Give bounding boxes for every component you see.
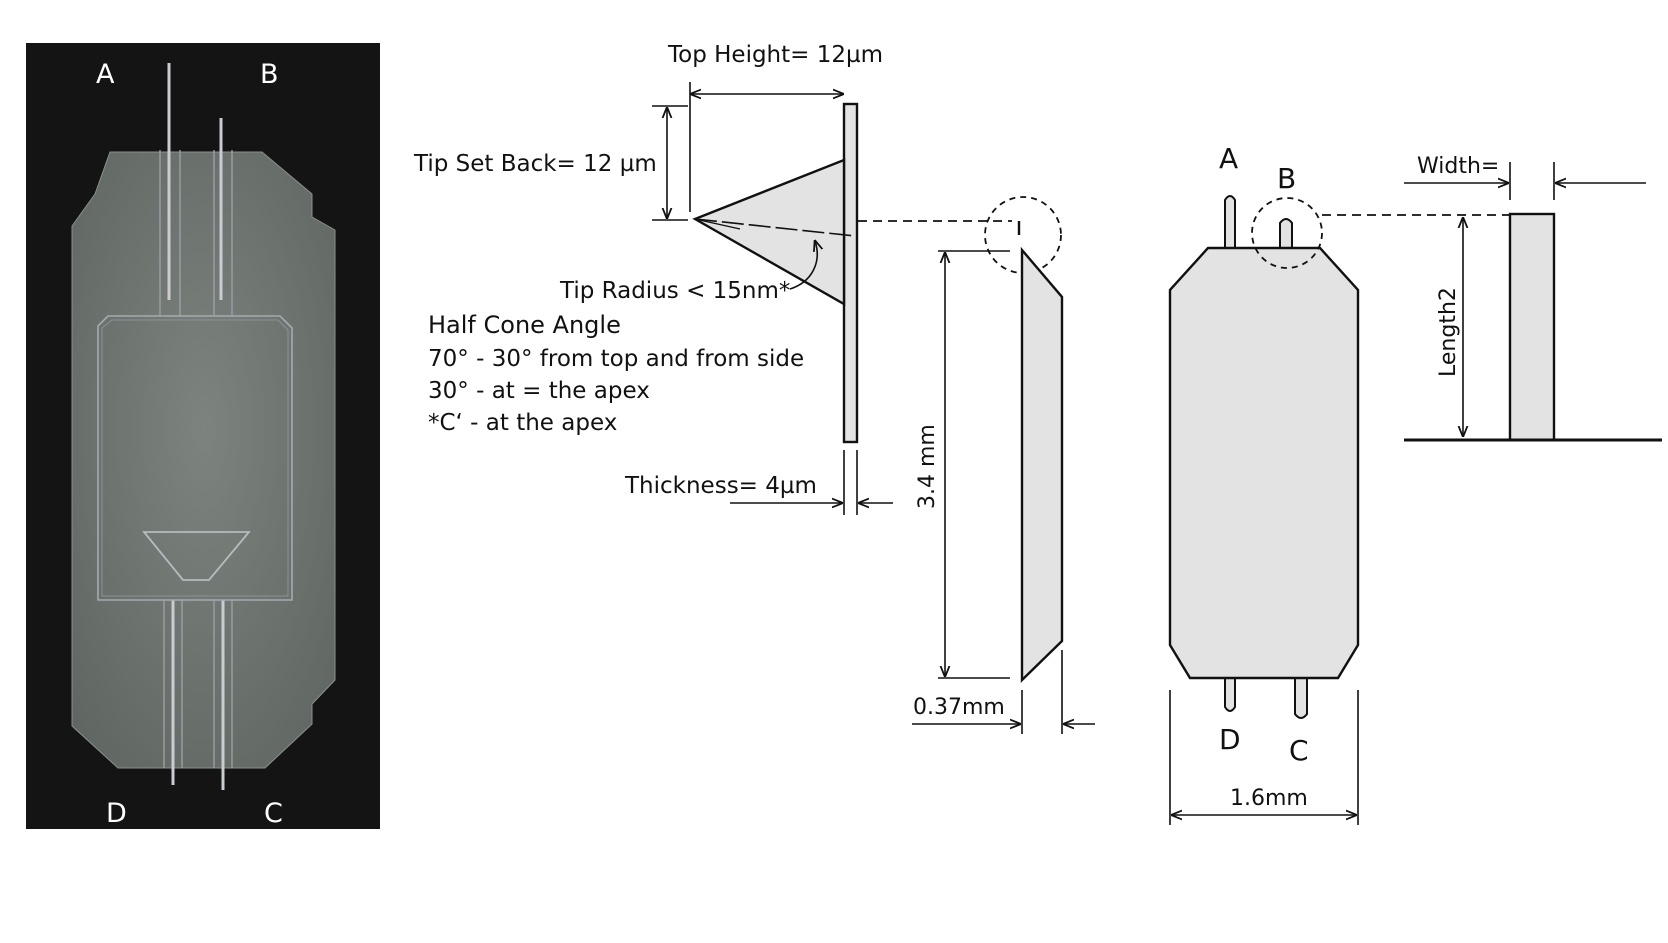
photo-leads xyxy=(167,63,225,790)
photo-inner-outline xyxy=(101,319,289,597)
pin-length-label: Length2 xyxy=(1436,287,1461,377)
chip-schematic xyxy=(1168,195,1510,825)
half-cone-title: Half Cone Angle xyxy=(428,311,621,339)
tip-plate xyxy=(842,102,859,444)
photo-center-window xyxy=(97,315,293,601)
side-view-body xyxy=(1020,246,1064,683)
photo-label-d: D xyxy=(106,798,127,829)
schematic-label-b: B xyxy=(1277,162,1296,195)
tip-set-back-label: Tip Set Back= 12 µm xyxy=(413,151,657,177)
thickness-label: Thickness= 4µm xyxy=(624,473,817,499)
schematic-label-a: A xyxy=(1219,142,1238,175)
pin-width-label: Width= xyxy=(1417,154,1499,179)
side-view xyxy=(912,196,1095,734)
pin-detail xyxy=(1404,162,1662,442)
schematic-label-c: C xyxy=(1289,734,1309,767)
schematic-width-label: 1.6mm xyxy=(1230,786,1308,811)
tip-radius-label: Tip Radius < 15nm* xyxy=(559,278,790,304)
chip-schematic-labels: A B D C 1.6mm xyxy=(1219,142,1309,811)
pin-rect xyxy=(1508,212,1556,442)
photo-triangle-marker xyxy=(142,531,251,581)
photo-label-b: B xyxy=(260,59,279,90)
chip-schematic-body xyxy=(1168,246,1360,680)
photo-label-a: A xyxy=(96,59,115,90)
length-label: 3.4 mm xyxy=(915,424,940,509)
top-height-label: Top Height= 12µm xyxy=(667,42,883,68)
photo-label-c: C xyxy=(264,798,283,829)
pin-detail-labels: Width= Length2 xyxy=(1417,154,1499,377)
half-cone-line3: *C‘ - at the apex xyxy=(428,410,617,436)
tip-detail-labels: Top Height= 12µm Tip Set Back= 12 µm Tip… xyxy=(413,42,883,499)
tip-cone xyxy=(692,158,846,307)
lead-a xyxy=(1224,195,1236,248)
lead-b-detail-circle xyxy=(1251,197,1323,269)
schematic-label-d: D xyxy=(1219,723,1241,756)
lead-b xyxy=(1279,218,1293,248)
chip-photo-panel: A B D C xyxy=(26,43,380,829)
chip-body-photo xyxy=(71,151,336,769)
lead-d xyxy=(1224,678,1236,712)
tip-detail xyxy=(652,82,1012,515)
side-width-label: 0.37mm xyxy=(913,695,1005,720)
lead-c xyxy=(1294,678,1308,719)
photo-trace-lines xyxy=(159,150,233,768)
tip-radius-arrow xyxy=(789,241,817,290)
side-view-labels: 3.4 mm 0.37mm xyxy=(913,424,1005,720)
half-cone-line1: 70° - 30° from top and from side xyxy=(428,346,804,372)
half-cone-line2: 30° - at = the apex xyxy=(428,378,650,404)
